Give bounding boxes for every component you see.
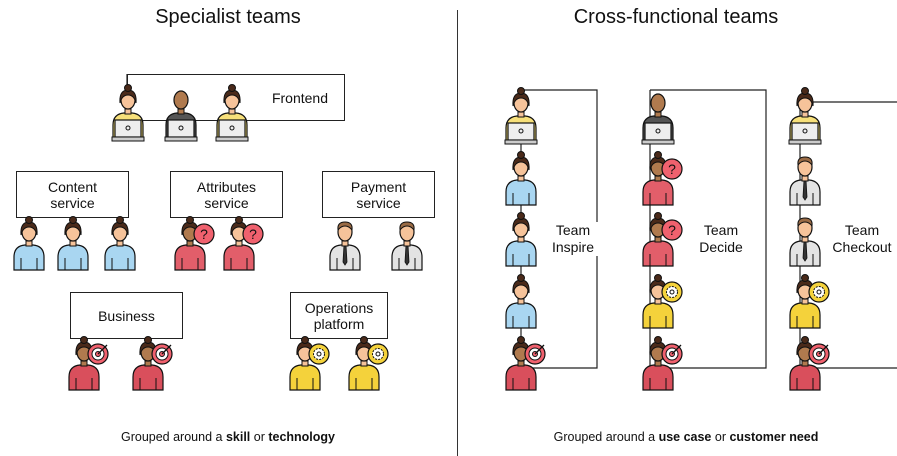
person-icon [329, 221, 361, 271]
right-caption-customer-need: customer need [729, 430, 819, 444]
person-icon [789, 336, 830, 391]
laptop-icon [164, 119, 198, 142]
payment-label-line1: Payment [350, 178, 407, 195]
attributes-label-line2: service [204, 194, 249, 211]
question-mark-icon: ? [193, 223, 215, 245]
person-icon [642, 274, 683, 329]
business-box: Business [70, 292, 183, 339]
left-caption-or: or [250, 430, 269, 444]
gear-icon [661, 281, 683, 303]
person-icon [289, 336, 330, 391]
person-icon [505, 336, 546, 391]
person-icon [111, 84, 145, 142]
person-icon [164, 90, 198, 142]
left-caption-technology: technology [268, 430, 335, 444]
svg-text:?: ? [200, 226, 208, 242]
person-icon [132, 336, 173, 391]
person-icon [57, 216, 89, 271]
question-mark-icon: ? [661, 158, 683, 180]
content-label-line1: Content [47, 178, 98, 195]
content-label-line2: service [50, 194, 95, 211]
target-icon [524, 343, 546, 365]
svg-text:?: ? [249, 226, 257, 242]
content-service-box: Content service [16, 171, 129, 218]
gear-icon [367, 343, 389, 365]
person-icon: ? [174, 216, 215, 271]
person-icon [505, 212, 537, 267]
person-icon [13, 216, 45, 271]
svg-text:?: ? [668, 161, 676, 177]
gear-icon [808, 281, 830, 303]
team-checkout-label: Team Checkout [828, 222, 896, 256]
right-caption-use-case: use case [658, 430, 712, 444]
target-icon [808, 343, 830, 365]
person-icon: ? [642, 212, 683, 267]
team-checkout-line1: Team [844, 222, 880, 238]
laptop-icon [641, 122, 675, 145]
person-icon [789, 217, 821, 267]
laptop-icon [215, 119, 249, 142]
attributes-label-line1: Attributes [196, 178, 257, 195]
person-icon [641, 93, 675, 145]
person-icon [504, 87, 538, 145]
team-inspire-label: Team Inspire [544, 222, 602, 256]
business-label: Business [98, 307, 155, 324]
target-icon [661, 343, 683, 365]
team-decide-line2: Decide [699, 239, 743, 255]
laptop-icon [111, 119, 145, 142]
person-icon [348, 336, 389, 391]
attributes-service-box: Attributes service [170, 171, 283, 218]
team-decide-label: Team Decide [690, 222, 752, 256]
operations-platform-box: Operations platform [290, 292, 388, 339]
laptop-icon [788, 122, 822, 145]
divider [457, 10, 458, 456]
question-mark-icon: ? [242, 223, 264, 245]
person-icon [788, 87, 822, 145]
team-decide-line1: Team [703, 222, 739, 238]
person-icon: ? [642, 151, 683, 206]
person-icon [642, 336, 683, 391]
person-icon [391, 221, 423, 271]
person-icon [215, 84, 249, 142]
cross-functional-teams-heading: Cross-functional teams [573, 6, 779, 28]
target-icon [87, 343, 109, 365]
left-caption-pre: Grouped around a [120, 430, 226, 444]
person-icon: ? [223, 216, 264, 271]
person-icon [505, 151, 537, 206]
operations-label-line1: Operations [304, 299, 374, 316]
svg-text:?: ? [668, 222, 676, 238]
left-caption: Grouped around a skill or technology [18, 430, 438, 444]
person-icon [789, 156, 821, 206]
person-icon [104, 216, 136, 271]
frontend-label: Frontend [271, 89, 328, 106]
gear-icon [308, 343, 330, 365]
right-caption-or: or [711, 430, 730, 444]
right-caption-pre: Grouped around a [553, 430, 659, 444]
question-mark-icon: ? [661, 219, 683, 241]
payment-service-box: Payment service [322, 171, 435, 218]
left-caption-skill: skill [225, 430, 251, 444]
person-icon [789, 274, 830, 329]
person-icon [505, 274, 537, 329]
specialist-teams-heading: Specialist teams [155, 6, 301, 28]
laptop-icon [504, 122, 538, 145]
team-inspire-line1: Team [555, 222, 591, 238]
person-icon [68, 336, 109, 391]
team-checkout-line2: Checkout [832, 239, 892, 255]
right-caption: Grouped around a use case or customer ne… [476, 430, 896, 444]
payment-label-line2: service [356, 194, 401, 211]
team-inspire-line2: Inspire [551, 239, 595, 255]
operations-label-line2: platform [313, 315, 365, 332]
target-icon [151, 343, 173, 365]
